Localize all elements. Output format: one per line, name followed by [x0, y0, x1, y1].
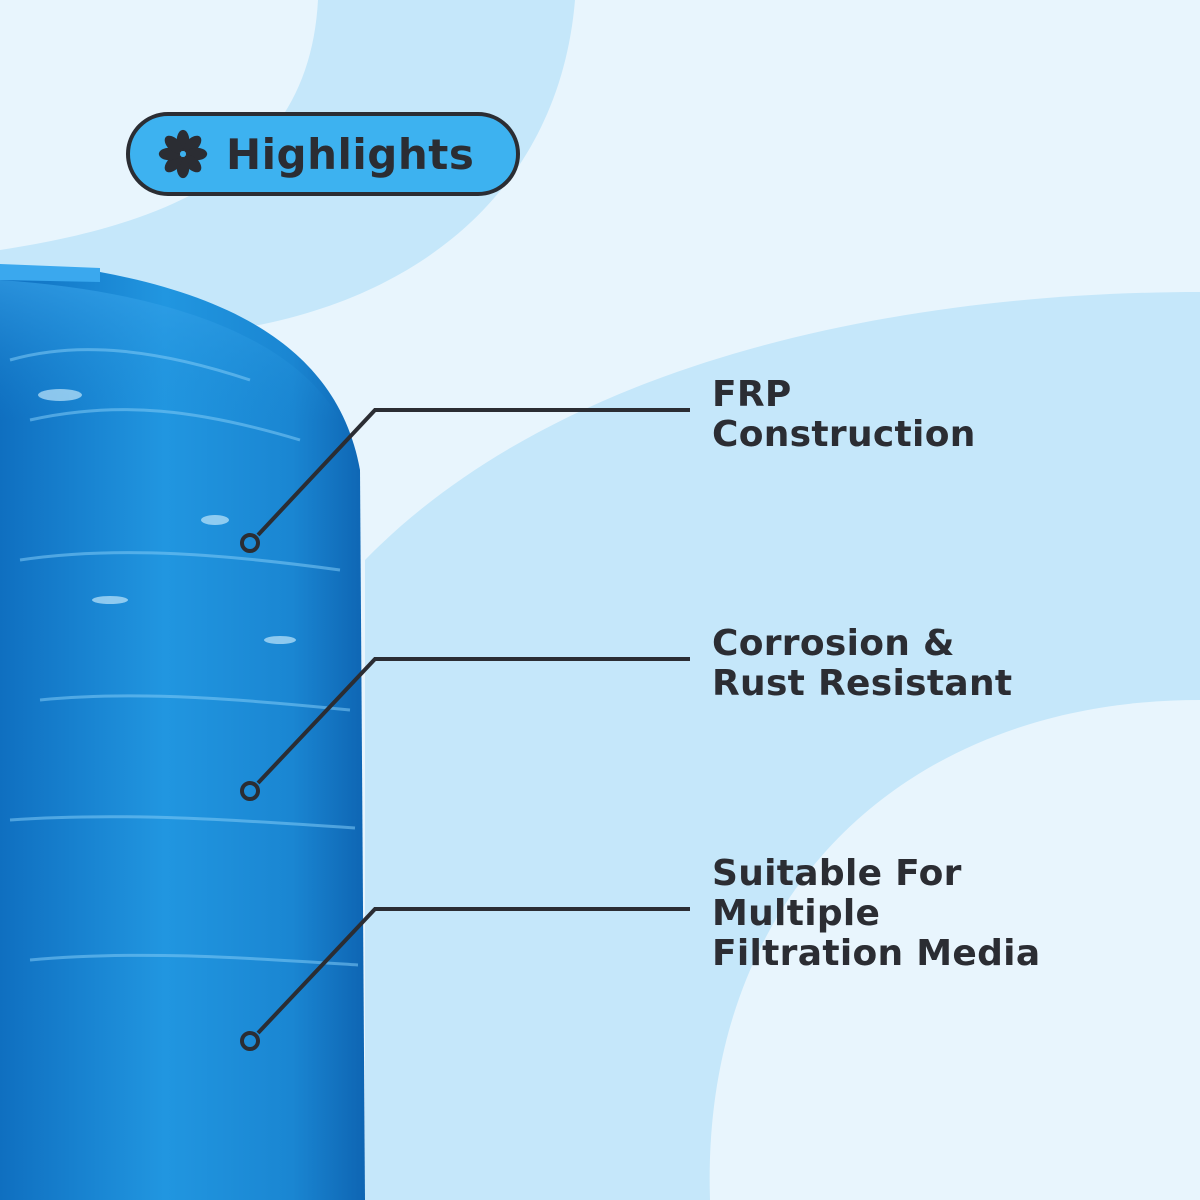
callout-dot-1: [240, 533, 260, 553]
asterisk-flower-icon: [158, 129, 208, 179]
feature-line: Suitable For: [712, 853, 962, 894]
callout-dot-2: [240, 781, 260, 801]
callout-line-1: [256, 408, 690, 537]
tank-image: [0, 264, 365, 1200]
feature-line: Corrosion &: [712, 623, 955, 664]
feature-line: FRP: [712, 374, 792, 415]
feature-line: Filtration Media: [712, 933, 1041, 974]
callout-connectors: [240, 408, 690, 1051]
highlights-badge: Highlights: [126, 112, 520, 196]
feature-line: Multiple: [712, 893, 881, 934]
tank-neck: [0, 264, 100, 282]
feature-line: Rust Resistant: [712, 663, 1013, 704]
callout-line-2: [256, 657, 690, 785]
background-arc-bottom: [709, 700, 1200, 1200]
feature-line: Construction: [712, 414, 976, 455]
badge-label: Highlights: [226, 129, 475, 179]
tank-body: [0, 268, 365, 1200]
callout-dot-3: [240, 1031, 260, 1051]
callout-line-3: [256, 907, 690, 1035]
feature-corrosion-resistant: Corrosion & Rust Resistant: [712, 624, 1012, 704]
feature-filtration-media: Suitable For Multiple Filtration Media: [712, 854, 1040, 974]
feature-frp-construction: FRP Construction: [712, 375, 976, 455]
